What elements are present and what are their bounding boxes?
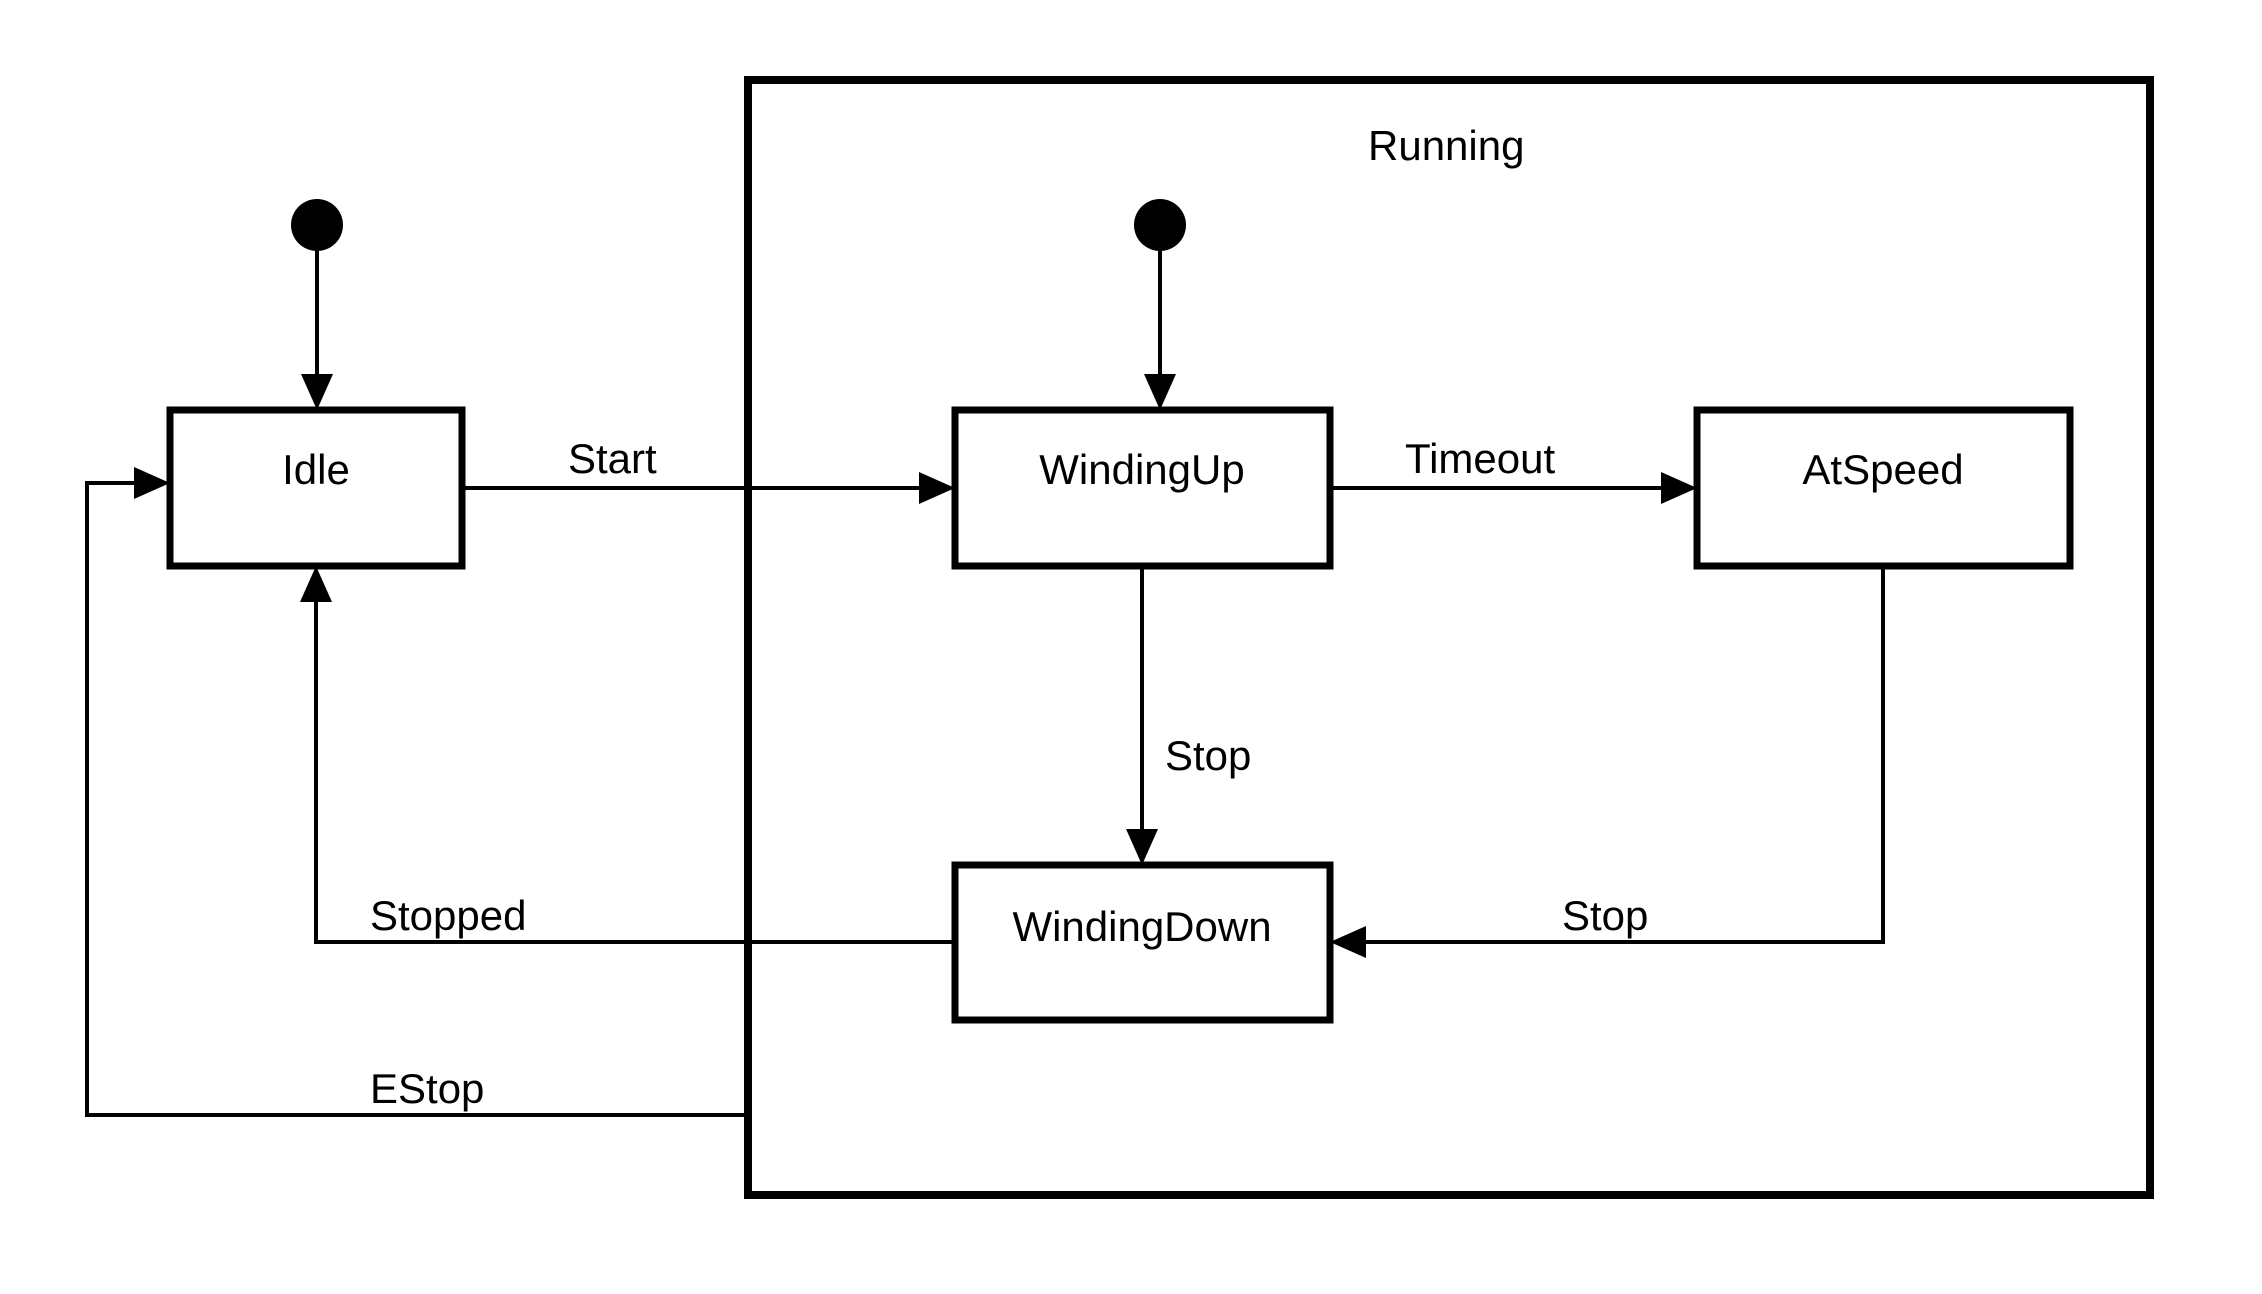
- arrow-head-icon: [1661, 472, 1697, 504]
- state-windingdown[interactable]: WindingDown: [951, 861, 1334, 1024]
- edge-line: [1348, 566, 1885, 944]
- state-idle-box[interactable]: [166, 406, 466, 570]
- transition-windingup-to-windingdown[interactable]: Stop: [1126, 566, 1251, 865]
- transition-windingup-to-atspeed[interactable]: Timeout: [1330, 435, 1697, 504]
- arrow-head-icon: [301, 374, 333, 410]
- state-atspeed[interactable]: AtSpeed: [1693, 406, 2074, 570]
- initial-pseudostate-icon-top[interactable]: [291, 199, 343, 251]
- transition-running-to-idle[interactable]: EStop: [85, 467, 748, 1117]
- state-atspeed-box[interactable]: [1693, 406, 2074, 570]
- transition-init-to-idle[interactable]: [291, 199, 343, 410]
- arrow-head-icon: [134, 467, 170, 499]
- transition-label-timeout: Timeout: [1405, 435, 1555, 482]
- state-windingdown-box[interactable]: [951, 861, 1334, 1024]
- state-windingup-label: WindingUp: [1039, 446, 1244, 493]
- composite-state-running-label: Running: [1368, 122, 1524, 169]
- state-idle[interactable]: Idle: [166, 406, 466, 570]
- transition-atspeed-to-windingdown[interactable]: Stop: [1330, 566, 1885, 958]
- arrow-head-icon: [1144, 374, 1176, 410]
- state-atspeed-label: AtSpeed: [1802, 446, 1963, 493]
- state-idle-label: Idle: [282, 446, 350, 493]
- state-windingup-box[interactable]: [951, 406, 1334, 570]
- transition-init-to-windingup[interactable]: [1134, 199, 1186, 410]
- transition-idle-to-windingup[interactable]: Start: [462, 435, 955, 504]
- transition-label-start: Start: [568, 435, 657, 482]
- composite-state-running-box[interactable]: [744, 76, 2154, 1199]
- initial-pseudostate-icon-running[interactable]: [1134, 199, 1186, 251]
- edge-line: [314, 584, 955, 944]
- transition-label-stopped: Stopped: [370, 892, 526, 939]
- edge-line: [85, 481, 748, 1117]
- state-windingdown-label: WindingDown: [1012, 903, 1271, 950]
- arrow-head-icon: [1330, 926, 1366, 958]
- transition-label-estop: EStop: [370, 1065, 484, 1112]
- transition-windingdown-to-idle[interactable]: Stopped: [300, 566, 955, 944]
- state-windingup[interactable]: WindingUp: [951, 406, 1334, 570]
- transition-label-stop-windingup: Stop: [1165, 732, 1251, 779]
- transition-label-stop-atspeed: Stop: [1562, 892, 1648, 939]
- arrow-head-icon: [300, 566, 332, 602]
- arrow-head-icon: [1126, 829, 1158, 865]
- arrow-head-icon: [919, 472, 955, 504]
